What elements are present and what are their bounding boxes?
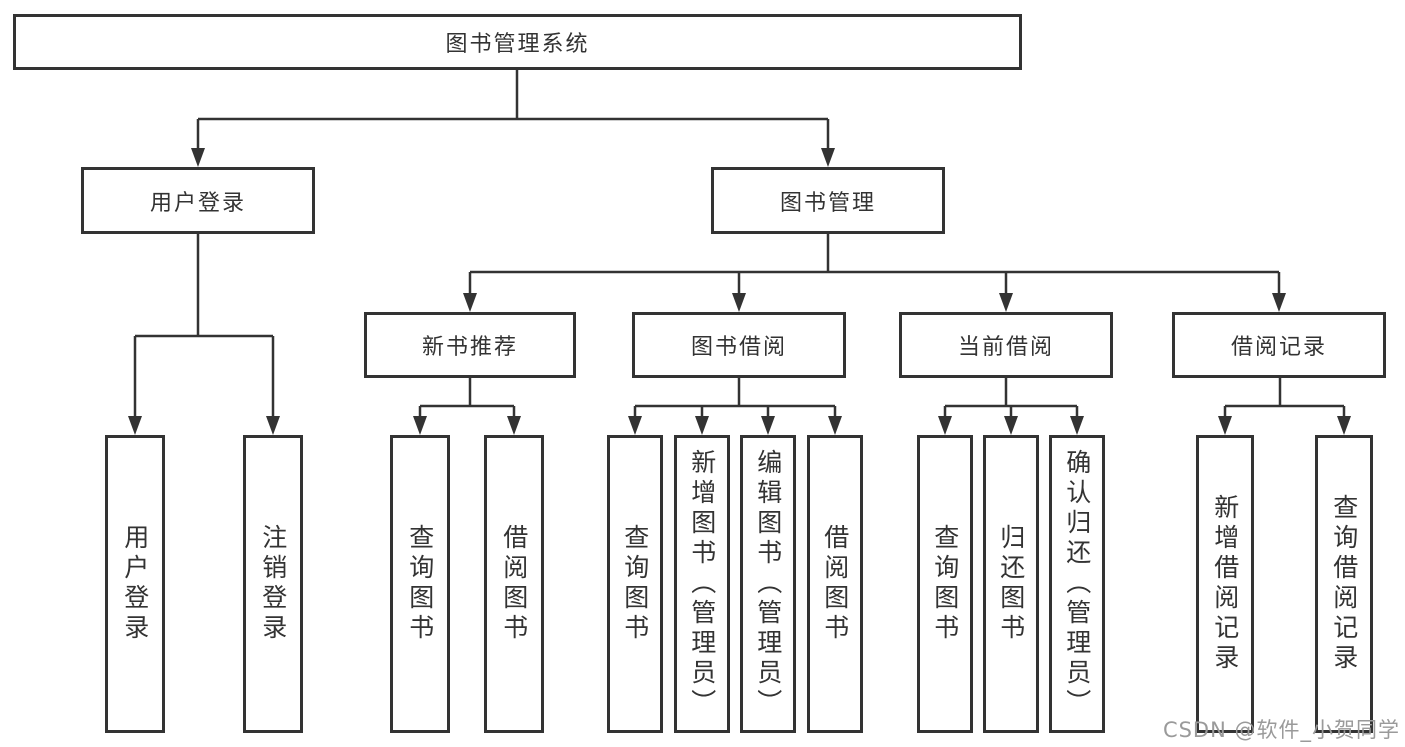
leaf-borrow-books: 借阅图书 xyxy=(484,435,544,733)
leaf-return-books: 归还图书 xyxy=(983,435,1039,733)
leaf-query-books-3: 查询图书 xyxy=(917,435,973,733)
node-book-borrowing: 图书借阅 xyxy=(632,312,846,378)
leaf-add-books-admin: 新增图书（管理员） xyxy=(674,435,730,733)
node-borrowing-records: 借阅记录 xyxy=(1172,312,1386,378)
leaf-logout: 注销登录 xyxy=(243,435,303,733)
leaf-user-login: 用户登录 xyxy=(105,435,165,733)
leaf-edit-books-admin: 编辑图书（管理员） xyxy=(740,435,796,733)
csdn-watermark: CSDN @软件_小贺同学 xyxy=(1162,718,1400,742)
leaf-query-books-2: 查询图书 xyxy=(607,435,663,733)
leaf-query-books: 查询图书 xyxy=(390,435,450,733)
leaf-confirm-return-admin: 确认归还（管理员） xyxy=(1049,435,1105,733)
leaf-add-borrow-record: 新增借阅记录 xyxy=(1196,435,1254,733)
node-user-login: 用户登录 xyxy=(81,167,315,234)
leaf-borrow-books-2: 借阅图书 xyxy=(807,435,863,733)
node-new-book-recommendation: 新书推荐 xyxy=(364,312,576,378)
node-current-borrowing: 当前借阅 xyxy=(899,312,1113,378)
leaf-query-borrow-record: 查询借阅记录 xyxy=(1315,435,1373,733)
node-library-management-system: 图书管理系统 xyxy=(13,14,1022,70)
node-book-management: 图书管理 xyxy=(711,167,945,234)
